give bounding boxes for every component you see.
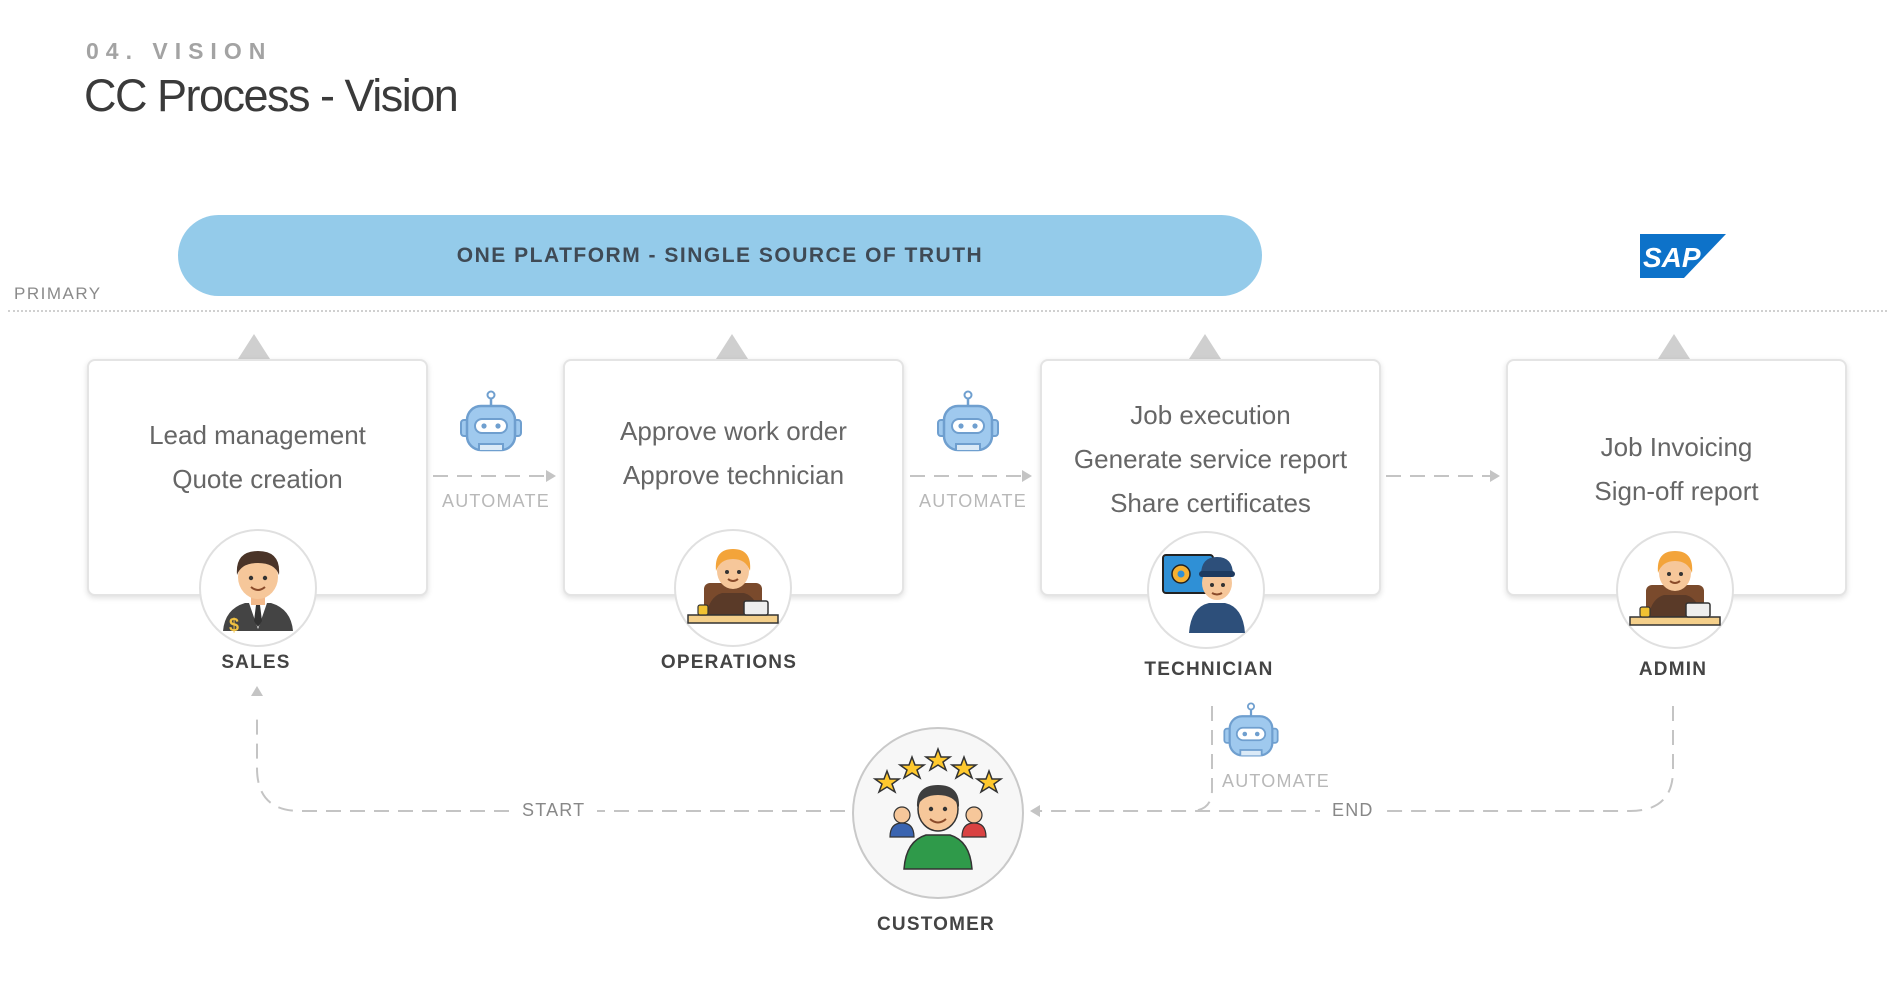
avatar-operations bbox=[674, 529, 792, 647]
sap-logo-text: SAP bbox=[1643, 242, 1701, 273]
stage-line: Job Invoicing bbox=[1600, 432, 1753, 462]
role-label-sales: SALES bbox=[221, 652, 291, 673]
stage-card-operations: Approve work order Approve technician bbox=[563, 359, 904, 596]
customer-rating-icon bbox=[872, 746, 1004, 870]
platform-banner: ONE PLATFORM - SINGLE SOURCE OF TRUTH bbox=[178, 215, 1262, 296]
avatar-admin bbox=[1616, 531, 1734, 649]
role-label-technician: TECHNICIAN bbox=[1144, 659, 1274, 680]
automate-label: AUTOMATE bbox=[1222, 771, 1330, 791]
technician-icon bbox=[1162, 554, 1245, 633]
stage-line: Lead management bbox=[149, 420, 366, 450]
role-label-customer: CUSTOMER bbox=[877, 914, 995, 935]
arrowhead bbox=[1022, 470, 1032, 482]
admin-icon bbox=[1629, 551, 1721, 626]
stage-line: Job execution bbox=[1130, 400, 1291, 430]
automate-return-path bbox=[1189, 706, 1213, 812]
salesman-icon: $ bbox=[223, 551, 293, 635]
avatar-technician bbox=[1147, 531, 1265, 649]
operator-icon bbox=[687, 549, 779, 624]
flow-start-label: START bbox=[510, 800, 598, 821]
arrowhead bbox=[1490, 470, 1500, 482]
sap-logo: SAP bbox=[1640, 234, 1726, 278]
role-label-admin: ADMIN bbox=[1638, 659, 1708, 680]
automate-label: AUTOMATE bbox=[442, 491, 550, 511]
primary-divider bbox=[8, 310, 1887, 312]
arrowhead bbox=[546, 470, 556, 482]
section-tag: 04. VISION bbox=[86, 38, 273, 64]
card-pointer bbox=[716, 334, 748, 359]
avatar-sales: $ bbox=[199, 529, 317, 647]
arrowhead bbox=[1030, 805, 1040, 817]
card-pointer bbox=[238, 334, 270, 359]
start-flow-path bbox=[256, 712, 845, 812]
role-label-operations: OPERATIONS bbox=[660, 652, 798, 673]
flow-end-label: END bbox=[1320, 800, 1386, 821]
automate-label: AUTOMATE bbox=[919, 491, 1027, 511]
card-pointer bbox=[1658, 334, 1690, 359]
end-flow-path bbox=[1040, 706, 1674, 812]
arrowhead bbox=[251, 686, 263, 696]
stage-line: Generate service report bbox=[1073, 444, 1348, 474]
robot-icon bbox=[1223, 702, 1279, 757]
svg-text:$: $ bbox=[229, 615, 239, 635]
card-pointer bbox=[1189, 334, 1221, 359]
platform-banner-label: ONE PLATFORM - SINGLE SOURCE OF TRUTH bbox=[456, 243, 984, 267]
primary-label: PRIMARY bbox=[14, 284, 102, 303]
stage-line: Sign-off report bbox=[1594, 476, 1759, 506]
robot-icon bbox=[460, 390, 522, 452]
robot-icon bbox=[937, 390, 999, 452]
stage-line: Quote creation bbox=[172, 464, 343, 494]
page-title: CC Process - Vision bbox=[84, 70, 459, 121]
customer-avatar bbox=[852, 727, 1024, 899]
stage-line: Approve work order bbox=[620, 416, 847, 446]
card-pointers bbox=[238, 334, 1690, 359]
stage-line: Approve technician bbox=[622, 460, 845, 490]
stage-line: Share certificates bbox=[1110, 488, 1311, 518]
